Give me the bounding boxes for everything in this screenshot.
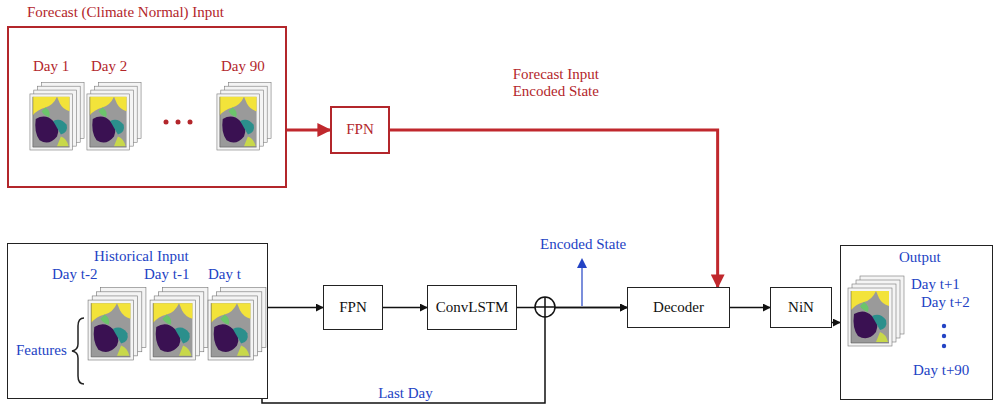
edge-label: Forecast Input Encoded State <box>489 66 623 101</box>
frame-label: Features <box>16 342 67 359</box>
input-group-box: Historical InputDay t-2 Day t-1 Day t Featu… <box>7 243 268 399</box>
process-box: FPN <box>323 285 383 330</box>
frame-label: Day 1 <box>33 58 69 75</box>
frame-label: Day 90 <box>221 58 265 75</box>
box-label: FPN <box>346 121 374 138</box>
connector-arrow <box>390 130 718 287</box>
frame-label: Day t-2 <box>52 266 97 283</box>
frame-label: Day 2 <box>91 58 127 75</box>
frame-label: Day t+90 <box>913 362 969 379</box>
process-box: FPN <box>330 106 390 154</box>
process-box: Decoder <box>627 287 730 328</box>
process-box: NiN <box>770 287 832 328</box>
annotation-label: Encoded State <box>538 236 628 253</box>
input-group-box: Forecast (Climate Normal) InputDay 1Day … <box>7 26 287 188</box>
box-label: ConvLSTM <box>436 299 509 316</box>
frame-label: Day t+1 <box>911 276 960 293</box>
frame-label: Day t <box>208 266 241 283</box>
group-heading: Output <box>899 249 941 266</box>
connector-arrow <box>268 307 323 309</box>
box-label: FPN <box>339 299 367 316</box>
edge-label: Last Day <box>369 385 443 402</box>
frame-label: Day t-1 <box>144 266 189 283</box>
connector-arrow <box>730 307 770 309</box>
output-group-box: OutputDay t+1Day t+2Day t+90 <box>840 245 993 400</box>
connector-arrow <box>383 307 427 309</box>
group-heading: Forecast (Climate Normal) Input <box>27 4 224 21</box>
box-label: NiN <box>788 299 814 316</box>
connector-arrow <box>287 129 330 132</box>
group-heading: Historical Input <box>94 248 189 265</box>
box-label: Decoder <box>653 299 704 316</box>
process-box: ConvLSTM <box>427 285 517 330</box>
connector-arrow <box>832 322 840 324</box>
frame-label: Day t+2 <box>921 294 970 311</box>
sum-symbol <box>535 297 555 317</box>
